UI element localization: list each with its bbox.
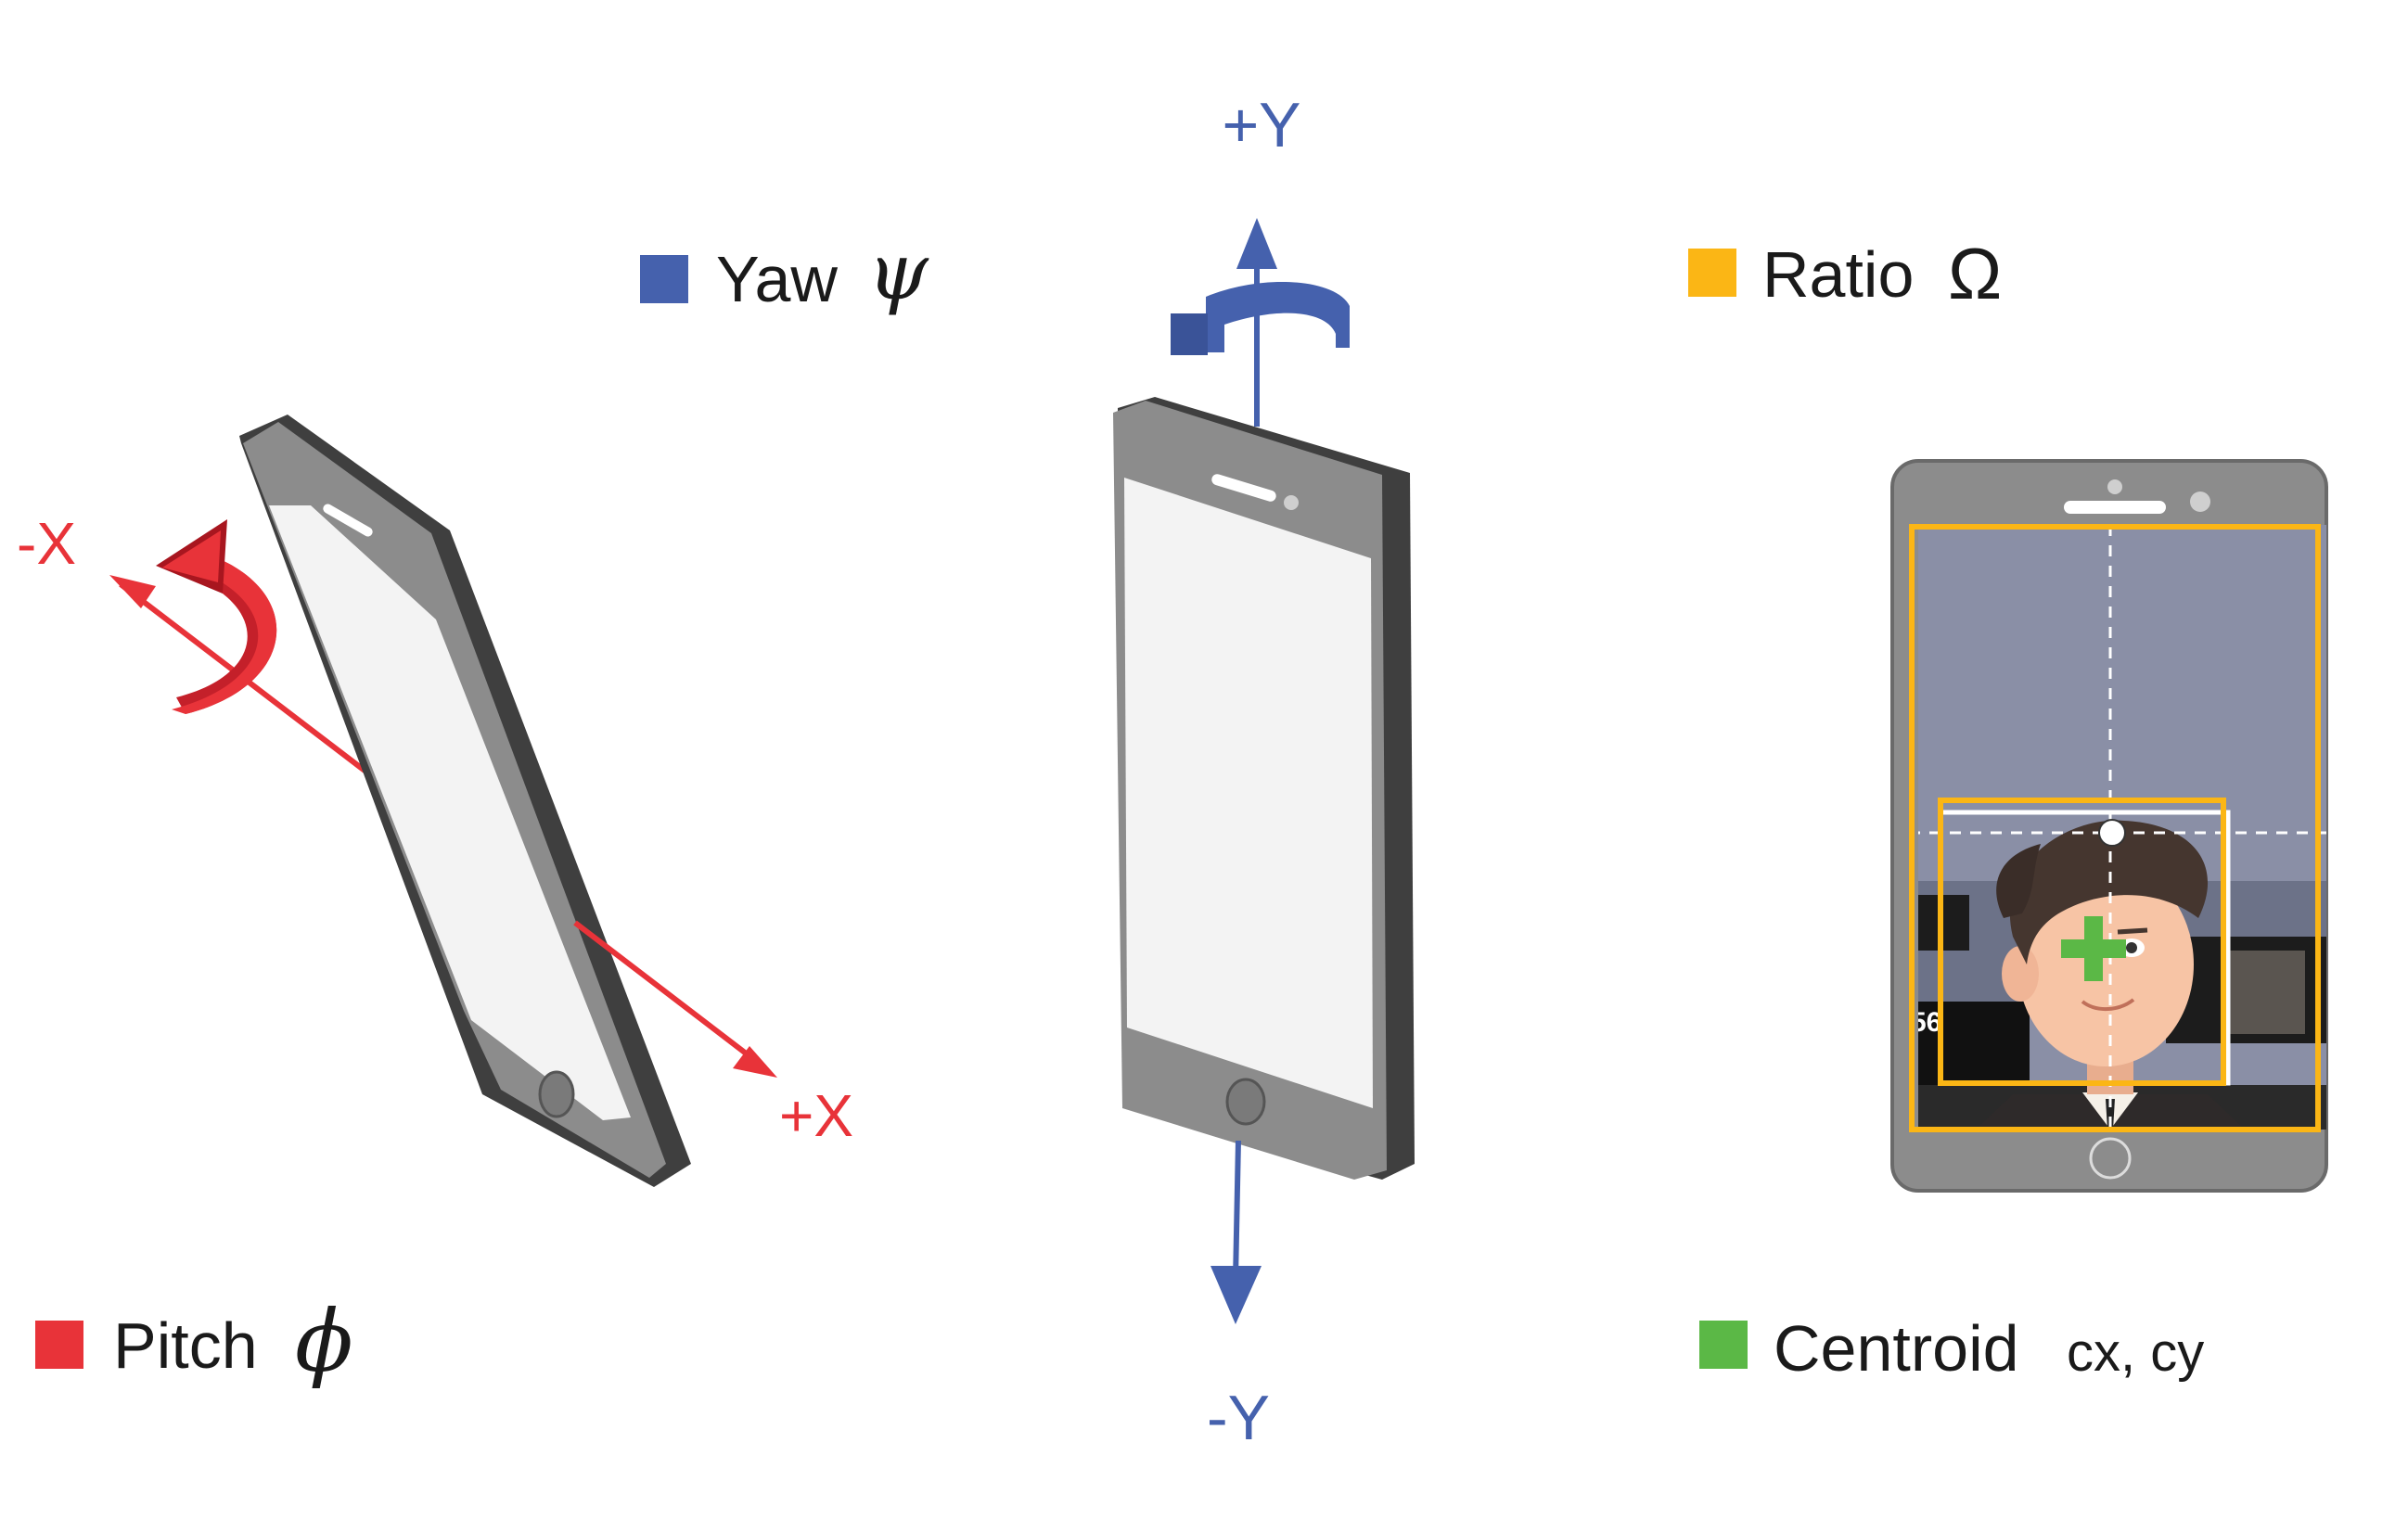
pitch-phone-speaker bbox=[323, 504, 373, 537]
screen-phone-group: 56 bbox=[1890, 459, 2328, 1193]
centroid-plus-icon bbox=[2061, 916, 2126, 981]
legend-yaw: Yaw ψ bbox=[640, 226, 929, 317]
pitch-phone-group: -X +X bbox=[17, 415, 853, 1187]
pitch-label: Pitch bbox=[113, 1309, 258, 1382]
crosshair-center-dot bbox=[2098, 819, 2126, 847]
minus-y-arrowhead bbox=[1210, 1266, 1262, 1324]
yaw-swatch bbox=[640, 255, 688, 303]
centroid-label: Centroid bbox=[1774, 1312, 2019, 1385]
ratio-swatch bbox=[1688, 249, 1736, 297]
plus-y-label: +Y bbox=[1222, 90, 1300, 160]
pitch-rotation-arrow-icon bbox=[156, 519, 277, 714]
minus-x-arrowhead bbox=[109, 575, 156, 608]
pitch-symbol: ϕ bbox=[295, 1292, 353, 1391]
y-axis-line-bottom bbox=[1233, 1140, 1241, 1281]
legend-pitch: Pitch ϕ bbox=[35, 1292, 353, 1391]
screen-phone-camera bbox=[2190, 492, 2210, 512]
yaw-symbol: ψ bbox=[867, 226, 929, 317]
news-map-image bbox=[2222, 951, 2305, 1034]
pitch-phone-home-button bbox=[538, 1070, 575, 1118]
yaw-label: Yaw bbox=[716, 243, 838, 315]
yaw-phone-camera bbox=[1284, 495, 1299, 510]
legend-centroid: Centroid cx, cy bbox=[1699, 1312, 2204, 1385]
minus-x-label: -X bbox=[17, 510, 76, 577]
minus-y-label: -Y bbox=[1207, 1383, 1270, 1453]
ratio-inner-box bbox=[1938, 798, 2226, 1086]
ratio-label: Ratio bbox=[1762, 238, 1914, 311]
pitch-phone-screen bbox=[269, 505, 631, 1120]
screen-phone-speaker bbox=[2064, 501, 2166, 514]
yaw-phone-home-button bbox=[1225, 1078, 1266, 1126]
screen-phone-home-button bbox=[2089, 1137, 2132, 1180]
legend-ratio: Ratio Ω bbox=[1688, 233, 2002, 314]
x-axis-line-front bbox=[573, 920, 762, 1067]
centroid-swatch bbox=[1699, 1321, 1748, 1369]
character-illustration bbox=[1976, 820, 2245, 1130]
screen-phone-camera-top bbox=[2107, 479, 2122, 494]
screen-phone-display: 56 bbox=[1918, 525, 2326, 1130]
plus-x-label: +X bbox=[779, 1082, 853, 1149]
news-panel-left bbox=[1918, 895, 1969, 951]
centroid-symbol: cx, cy bbox=[2067, 1322, 2204, 1383]
yaw-phone-group: +Y -Y bbox=[1113, 90, 1415, 1453]
plus-x-arrowhead bbox=[733, 1046, 777, 1078]
yaw-phone-speaker bbox=[1211, 474, 1276, 502]
plus-y-arrowhead bbox=[1236, 218, 1277, 269]
yaw-rotation-arrow-icon bbox=[1171, 281, 1350, 355]
ratio-symbol: Ω bbox=[1948, 233, 2002, 314]
ratio-outer-box bbox=[1909, 524, 2321, 1132]
pitch-swatch bbox=[35, 1321, 83, 1369]
yaw-phone-screen bbox=[1124, 478, 1373, 1108]
